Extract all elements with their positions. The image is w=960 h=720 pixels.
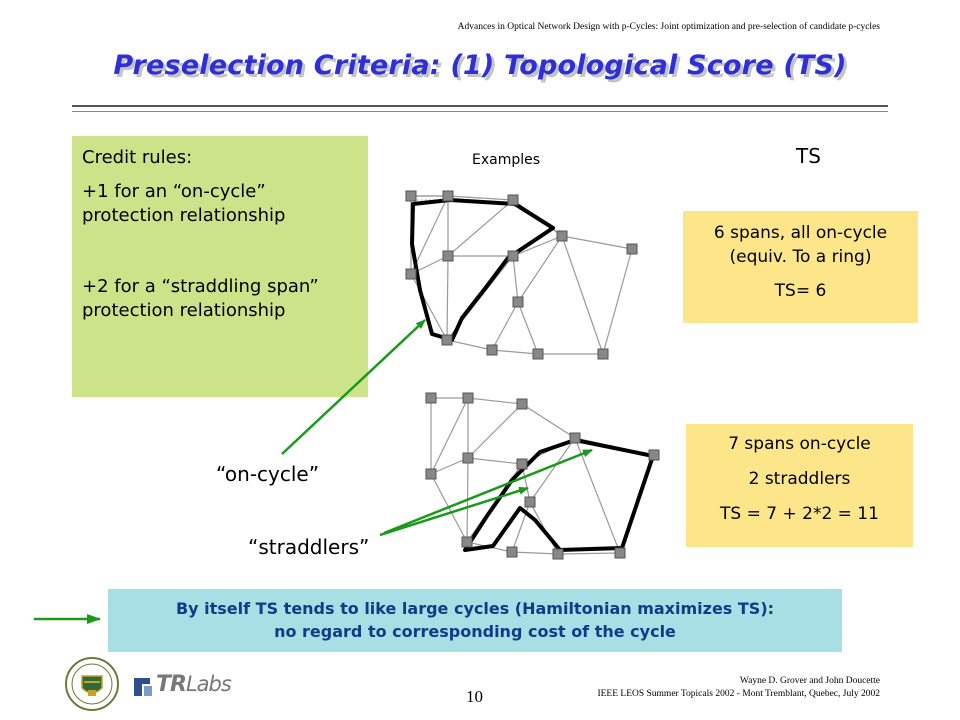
footer-authors: Wayne D. Grover and John Doucette [739, 676, 880, 686]
page-number: 10 [466, 687, 483, 706]
ts-example-2-line2: 2 straddlers [748, 469, 851, 489]
ts-caveat-line2: no regard to corresponding cost of the c… [274, 622, 676, 641]
rule-on-cycle-line1: +1 for an “on-cycle” [82, 181, 266, 202]
examples-label: Examples [472, 152, 541, 168]
trlabs-logo: TRLabs [130, 672, 232, 702]
straddlers-label: “straddlers” [248, 535, 370, 559]
ts-example-1-line2: (equiv. To a ring) [729, 247, 872, 267]
network-1-nodes [405, 190, 638, 360]
ts-example-2-score: TS = 7 + 2*2 = 11 [720, 504, 879, 524]
pointer-arrows [34, 319, 593, 624]
network-example-2 [425, 392, 660, 560]
ts-example-1-score: TS= 6 [774, 281, 827, 301]
footer-credits: Wayne D. Grover and John Doucette IEEE L… [520, 675, 880, 701]
slide-title: Preselection Criteria: (1) Topological S… [113, 50, 847, 81]
network-2-nodes [425, 392, 660, 560]
title-divider-thin [72, 111, 888, 112]
rule-straddling-line1: +2 for a “straddling span” [82, 276, 319, 297]
ts-caveat-line1: By itself TS tends to like large cycles … [175, 599, 775, 618]
rule-straddling-line2: protection relationship [82, 300, 286, 321]
ts-column-header: TS [796, 144, 821, 168]
straddler-arrow-1 [379, 486, 529, 537]
ts-caveat-note: By itself TS tends to like large cycles … [108, 589, 842, 652]
ts-example-1-box: 6 spans, all on-cycle (equiv. To a ring)… [683, 211, 918, 323]
on-cycle-label: “on-cycle” [216, 462, 320, 486]
trlabs-mark-icon [134, 678, 152, 696]
trlabs-wordmark: TRLabs [156, 672, 232, 697]
on-cycle-arrow [281, 319, 426, 455]
ts-example-2-line1: 7 spans on-cycle [728, 434, 871, 454]
title-divider [72, 105, 888, 107]
network-example-1 [405, 190, 638, 360]
ts-example-2-box: 7 spans on-cycle 2 straddlers TS = 7 + 2… [686, 424, 913, 547]
rule-on-cycle-line2: protection relationship [82, 205, 286, 226]
footer-venue: IEEE LEOS Summer Topicals 2002 - Mont Tr… [597, 689, 880, 699]
credit-rules-box: Credit rules: +1 for an “on-cycle” prote… [72, 136, 368, 397]
cycle-2 [463, 438, 655, 552]
network-1-spans [410, 195, 633, 355]
ts-example-1-line1: 6 spans, all on-cycle [713, 223, 888, 243]
credit-rules-heading: Credit rules: [82, 147, 193, 168]
university-crest-logo [65, 657, 119, 711]
straddler-arrow-2 [383, 448, 593, 535]
cycle-1 [410, 198, 555, 342]
presentation-header: Advances in Optical Network Design with … [457, 22, 880, 32]
